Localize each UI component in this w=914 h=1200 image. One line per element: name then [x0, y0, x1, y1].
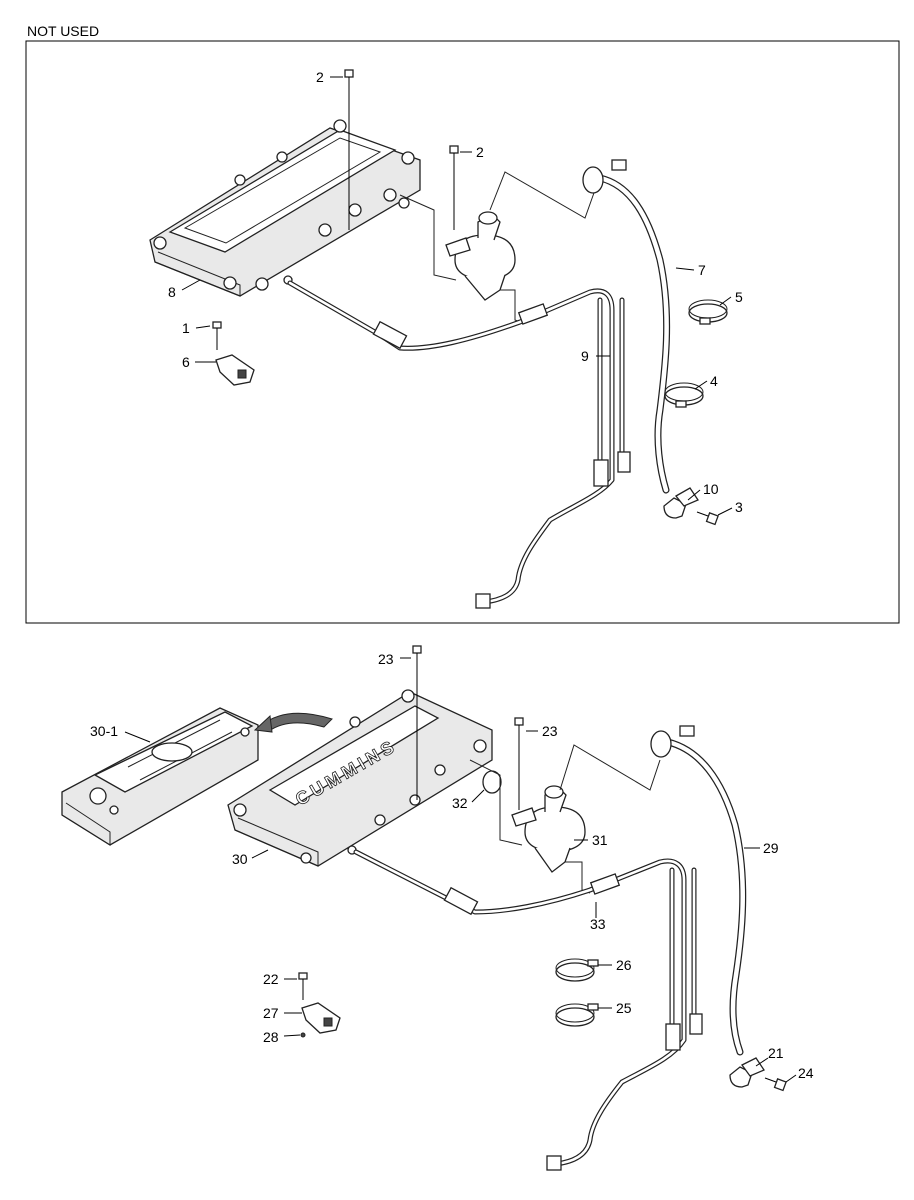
callout-21: 21: [768, 1045, 784, 1061]
flip-arrow-icon: [261, 712, 333, 732]
screw-1: [212, 321, 222, 350]
hose-29: [650, 725, 747, 1056]
callout-8: 8: [168, 284, 176, 300]
hose-7: [582, 159, 671, 494]
breather-tube-9: [287, 280, 631, 609]
callout-2b: 2: [476, 144, 484, 160]
callout-22: 22: [263, 971, 279, 987]
breather-valve-top: [445, 211, 521, 323]
screw-3: [696, 511, 719, 526]
callout-29: 29: [763, 840, 779, 856]
clamp-4: [664, 382, 704, 408]
callout-23a: 23: [378, 651, 394, 667]
bolt-23b: [514, 717, 524, 745]
callout-1: 1: [182, 320, 190, 336]
callout-26: 26: [616, 957, 632, 973]
callout-24: 24: [798, 1065, 814, 1081]
breather-valve-31: [511, 785, 586, 873]
callout-31: 31: [592, 832, 608, 848]
clamp-5: [688, 299, 728, 325]
clamp-26: [555, 958, 599, 982]
callout-32: 32: [452, 795, 468, 811]
callout-3: 3: [735, 499, 743, 515]
valve-cover-30: CUMMINS: [227, 689, 493, 867]
callout-30: 30: [232, 851, 248, 867]
callout-27: 27: [263, 1005, 279, 1021]
bracket-10: [663, 487, 699, 519]
flip-arrowhead-icon: [253, 714, 273, 733]
callout-2a: 2: [316, 69, 324, 85]
valve-cover-8: [149, 119, 421, 297]
callout-33: 33: [590, 916, 606, 932]
callout-23b: 23: [542, 723, 558, 739]
callouts-top: 2 2 8 1 6 7 5 9 4 10 3: [168, 69, 743, 515]
pin-28: [300, 1032, 306, 1038]
callout-9: 9: [581, 348, 589, 364]
callout-7: 7: [698, 262, 706, 278]
bolt-2b: [449, 145, 459, 178]
clamp-25: [555, 1003, 599, 1027]
callouts-bottom: 23 23 30-1 30 32 31 29 33 26 25 22 27 28…: [90, 651, 814, 1081]
callout-5: 5: [735, 289, 743, 305]
callout-10: 10: [703, 481, 719, 497]
callout-28: 28: [263, 1029, 279, 1045]
bolt-23a: [412, 645, 422, 690]
bracket-21: [729, 1057, 765, 1088]
not-used-header: NOT USED: [27, 23, 99, 39]
callout-30-1: 30-1: [90, 723, 118, 739]
bolt-2a: [344, 69, 354, 97]
callout-4: 4: [710, 373, 718, 389]
screw-22: [298, 972, 308, 1000]
sensor-27: [301, 1002, 341, 1034]
callout-6: 6: [182, 354, 190, 370]
sensor-6: [215, 354, 255, 386]
screw-24: [764, 1077, 787, 1092]
cover-30-1: [61, 707, 259, 846]
callout-25: 25: [616, 1000, 632, 1016]
breather-tube-33: [353, 849, 703, 1171]
not-used-frame: [25, 40, 900, 624]
